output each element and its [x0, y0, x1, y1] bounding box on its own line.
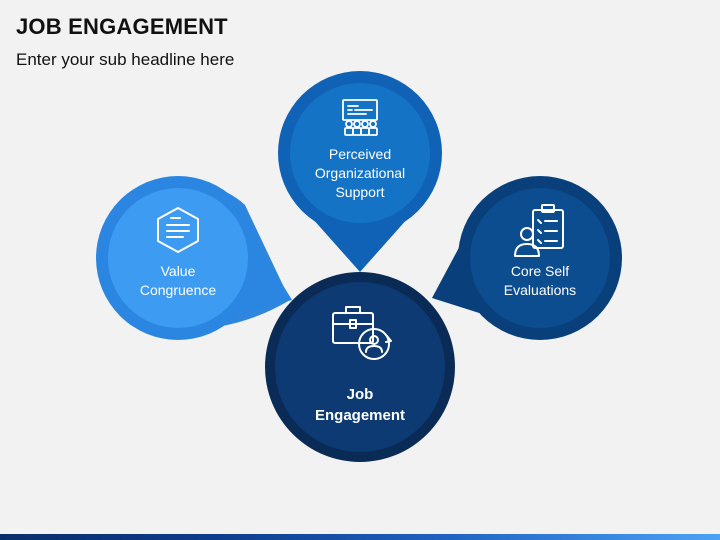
perceived-support-label-line3: Support: [335, 184, 385, 200]
node-core-self-evaluations: [432, 176, 622, 340]
value-congruence-label-line2: Congruence: [139, 282, 217, 298]
node-job-engagement: [265, 272, 455, 462]
job-engagement-label-line1: Job: [346, 386, 374, 403]
hexagon-document-icon: [157, 207, 199, 253]
slide-subtitle: Enter your sub headline here: [16, 50, 235, 69]
core-self-evaluations-label-line1: Core Self: [510, 263, 570, 279]
perceived-support-label-line1: Perceived: [328, 146, 392, 162]
slide-title: JOB ENGAGEMENT: [16, 14, 228, 39]
clipboard-person-icon: [514, 204, 564, 257]
perceived-support-label: Perceived Organizational Support: [290, 145, 430, 202]
node-value-congruence: [96, 176, 292, 340]
node-perceived-organizational-support: [278, 71, 442, 272]
value-congruence-label: Value Congruence: [108, 262, 248, 300]
job-engagement-label-line2: Engagement: [314, 407, 405, 424]
briefcase-person-icon: [332, 306, 392, 360]
meeting-board-icon: [342, 99, 378, 136]
core-self-evaluations-label-line2: Evaluations: [503, 282, 577, 298]
left-inner-circle: [108, 188, 248, 328]
top-inner-circle: [290, 83, 430, 223]
bottom-accent-bar: [0, 534, 720, 540]
value-congruence-label-line1: Value: [160, 263, 196, 279]
job-engagement-label: Job Engagement: [290, 384, 430, 426]
core-self-evaluations-label: Core Self Evaluations: [470, 262, 610, 300]
top-pointer: [312, 218, 408, 272]
center-inner-circle: [275, 282, 445, 452]
right-inner-circle: [470, 188, 610, 328]
perceived-support-label-line2: Organizational: [314, 165, 406, 181]
